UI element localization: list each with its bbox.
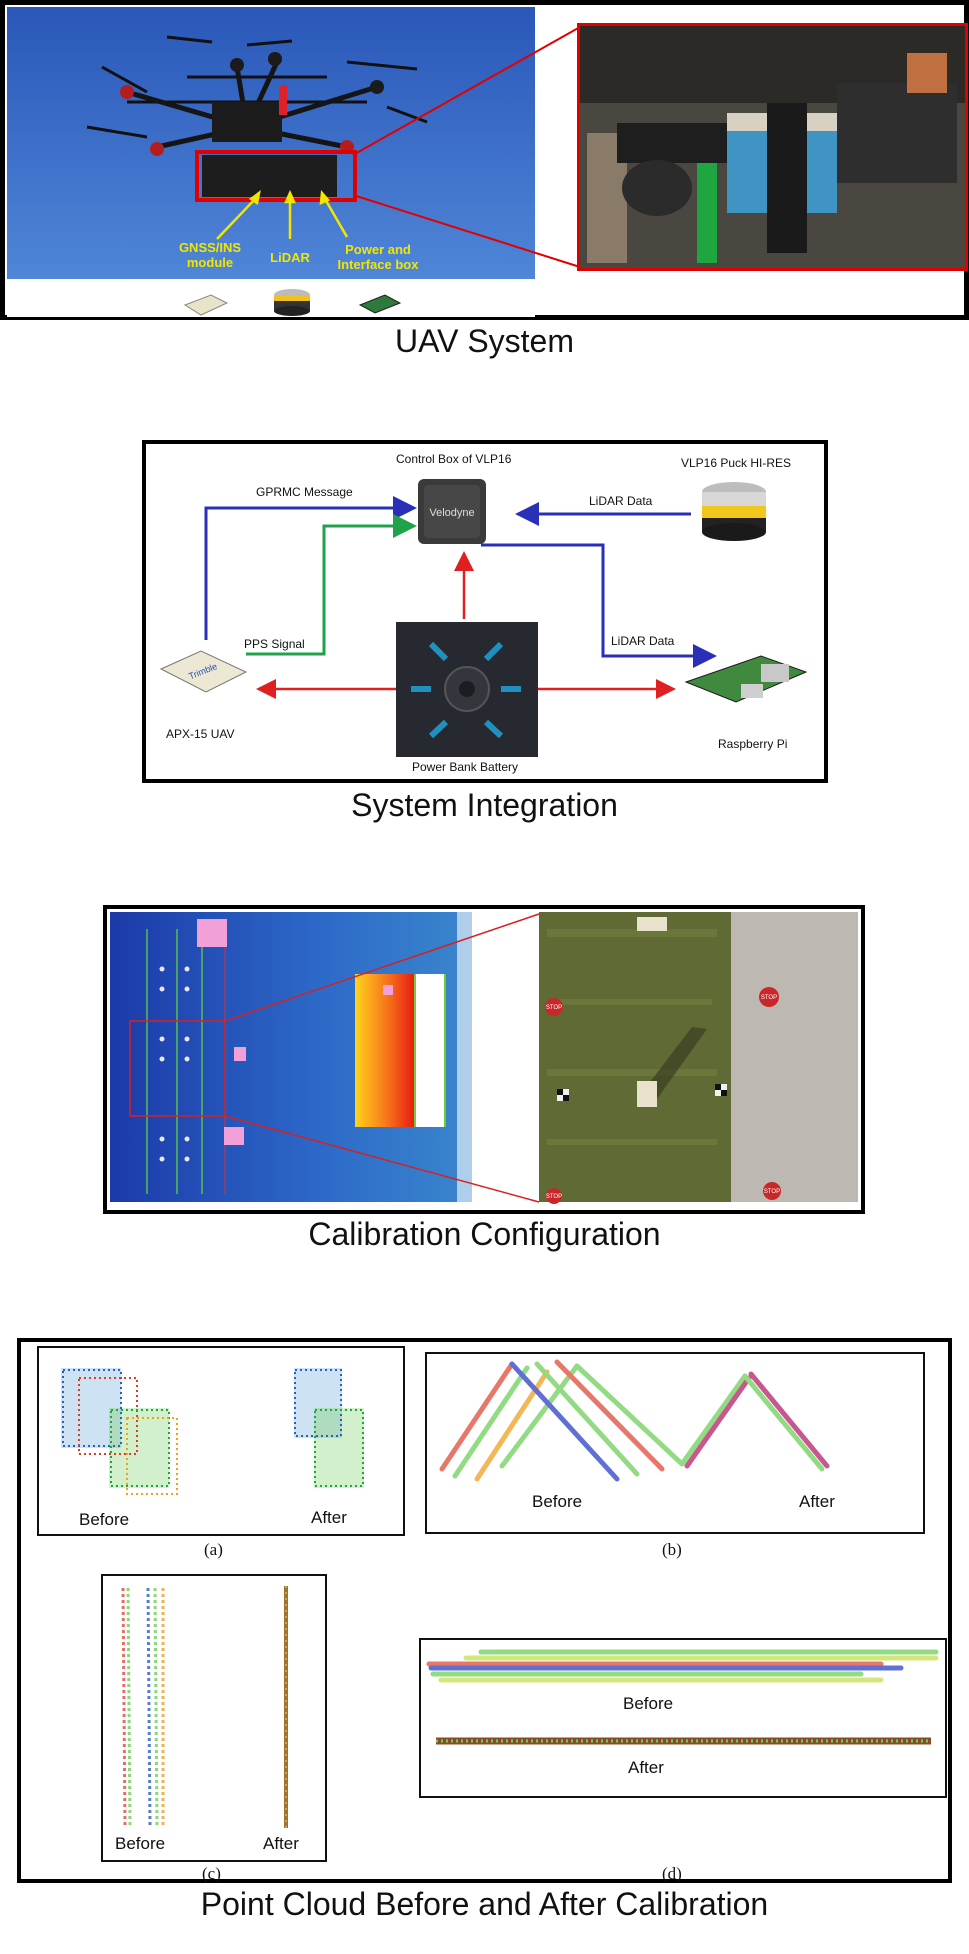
power-bank-label: Power Bank Battery	[412, 760, 519, 774]
stop-sign-1: STOP	[546, 1005, 562, 1011]
control-box-brand: Velodyne	[429, 507, 474, 519]
lidar-closeup-photo	[577, 23, 968, 271]
pointcloud-caption: Point Cloud Before and After Calibration	[200, 1886, 769, 1922]
calibration-panel: STOP STOP STOP STOP	[103, 905, 865, 1214]
pointcloud-panel: Before After (a) Before After (b)	[17, 1338, 952, 1883]
label-gnss: GNSS/INS module	[178, 240, 242, 270]
subfig-a-plot	[61, 1368, 364, 1495]
subfig-d-plot	[426, 1649, 939, 1745]
subfig-c-after: After	[263, 1834, 299, 1853]
apx-label: APX-15 UAV	[166, 727, 235, 741]
control-box-title: Control Box of VLP16	[396, 452, 512, 466]
subfig-c: Before After	[101, 1574, 327, 1862]
subfig-c-plot	[121, 1586, 288, 1828]
calibration-caption: Calibration Configuration	[308, 1216, 661, 1252]
subfig-a-after: After	[311, 1508, 347, 1527]
stop-sign-4: STOP	[764, 1189, 780, 1195]
stop-sign-3: STOP	[546, 1194, 562, 1200]
vlp16-title: VLP16 Puck HI-RES	[681, 456, 792, 470]
uav-bottom-strip	[7, 279, 535, 317]
subfig-c-before: Before	[115, 1834, 166, 1853]
subfig-b: Before After	[425, 1352, 925, 1534]
subfig-b-before: Before	[532, 1492, 583, 1511]
subfig-b-plot	[439, 1359, 830, 1482]
uav-panel: GNSS/INS module LiDAR Power and Interfac…	[0, 0, 969, 320]
subfig-b-label: (b)	[662, 1540, 682, 1559]
stop-sign-2: STOP	[761, 995, 777, 1001]
lidar-data-out-label: LiDAR Data	[611, 634, 675, 648]
lidar-data-in-label: LiDAR Data	[589, 494, 653, 508]
subfig-c-label: (c)	[202, 1864, 221, 1883]
subfig-d-label: (d)	[662, 1864, 682, 1883]
subfig-d-after: After	[628, 1758, 664, 1777]
subfig-a-before: Before	[79, 1510, 130, 1529]
subfig-d-before: Before	[623, 1694, 674, 1713]
pps-label: PPS Signal	[244, 637, 305, 651]
subfig-b-after: After	[799, 1492, 835, 1511]
label-lidar: LiDAR	[270, 250, 310, 265]
uav-photo	[7, 7, 535, 279]
uav-caption: UAV System	[395, 323, 574, 359]
subfig-a: Before After	[37, 1346, 405, 1536]
zoom-lines	[352, 26, 581, 268]
raspberry-label: Raspberry Pi	[718, 737, 788, 751]
label-power: Power and Interface box	[337, 242, 419, 272]
subfig-a-label: (a)	[204, 1540, 223, 1559]
integration-caption: System Integration	[351, 787, 618, 823]
subfig-d: Before After	[419, 1638, 947, 1798]
component-icons	[183, 289, 402, 316]
integration-diagram: Velodyne Trimble	[159, 479, 808, 757]
calibration-image: STOP STOP STOP STOP	[107, 909, 861, 1210]
gprmc-label: GPRMC Message	[256, 485, 353, 499]
integration-panel: Velodyne Trimble Control Box of VLP16 VL…	[142, 440, 828, 783]
